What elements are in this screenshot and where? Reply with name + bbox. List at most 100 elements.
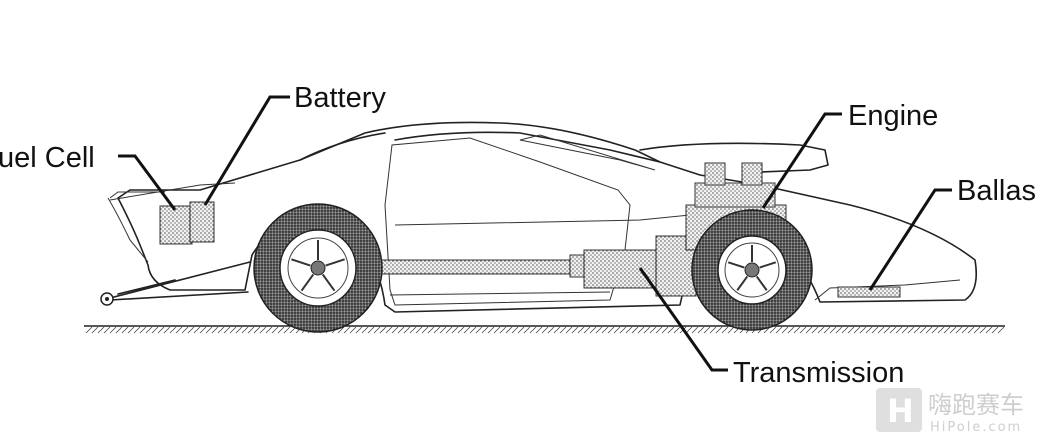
ground-hatch-mark [799, 326, 807, 334]
ground [84, 325, 1005, 334]
ground-hatch-mark [265, 326, 273, 334]
ground-hatch-mark [817, 326, 825, 334]
ground-hatch-mark [907, 326, 915, 334]
ground-hatch-mark [343, 326, 351, 334]
ground-hatch-mark [133, 326, 141, 334]
ground-hatch-mark [235, 326, 243, 334]
ground-hatch-mark [727, 326, 735, 334]
ground-hatch-mark [925, 326, 933, 334]
wheel-spoke [291, 258, 311, 267]
ground-hatch-mark [547, 326, 555, 334]
ground-hatch-mark [637, 326, 645, 334]
ground-hatch-mark [379, 326, 387, 334]
ground-hatch-mark [277, 326, 285, 334]
ground-hatch-mark [193, 326, 201, 334]
ground-hatch-mark [871, 326, 879, 334]
driveshaft [339, 235, 697, 297]
ground-hatch-mark [511, 326, 519, 334]
ground-hatch-mark [445, 326, 453, 334]
ballast-label: Ballas [957, 175, 1036, 207]
ground-hatch-mark [673, 326, 681, 334]
ground-hatch-mark [493, 326, 501, 334]
ground-hatch-mark [157, 326, 165, 334]
ground-hatch-mark [541, 326, 549, 334]
ground-hatch-mark [415, 326, 423, 334]
ground-hatch-mark [919, 326, 927, 334]
ground-hatch-mark [361, 326, 369, 334]
wheel-spoke [736, 275, 749, 291]
engine-leader [761, 112, 842, 209]
ground-hatch-mark [889, 326, 897, 334]
ground-hatch-mark [253, 326, 261, 334]
wheel-spoke [759, 261, 777, 269]
ground-hatch-mark [397, 326, 405, 334]
ground-hatch-mark [427, 326, 435, 334]
battery-label: Battery [294, 82, 386, 114]
ground-hatch-mark [205, 326, 213, 334]
ground-hatch-mark [373, 326, 381, 334]
ground-hatch-mark [409, 326, 417, 334]
ground-hatch-mark [805, 326, 813, 334]
ground-hatch-mark [103, 326, 111, 334]
ground-hatch-mark [709, 326, 717, 334]
ground-hatch-mark [601, 326, 609, 334]
ground-hatch-mark [229, 326, 237, 334]
fuel-cell-leader [118, 154, 177, 211]
ground-hatch-mark [691, 326, 699, 334]
ground-hatch-mark [553, 326, 561, 334]
ground-hatch-mark [127, 326, 135, 334]
ground-hatch-mark [967, 326, 975, 334]
transmission-leader [638, 267, 728, 372]
ground-hatch-mark [979, 326, 987, 334]
ground-hatch-mark [625, 326, 633, 334]
ground-hatch-mark [139, 326, 147, 334]
ground-hatch-mark [853, 326, 861, 334]
ground-hatch-mark [505, 326, 513, 334]
ground-hatch-mark [433, 326, 441, 334]
ground-hatch-mark [835, 326, 843, 334]
ground-hatch-mark [877, 326, 885, 334]
ground-hatch-mark [829, 326, 837, 334]
ground-hatch-mark [589, 326, 597, 334]
ground-hatch-mark [643, 326, 651, 334]
ground-hatch-mark [859, 326, 867, 334]
ground-hatch-mark [421, 326, 429, 334]
ground-hatch-mark [931, 326, 939, 334]
ground-hatch-mark [241, 326, 249, 334]
ground-hatch-mark [661, 326, 669, 334]
watermark-chinese-text: 嗨跑赛车 [928, 391, 1024, 419]
ground-hatch-mark [517, 326, 525, 334]
ground-hatch-mark [487, 326, 495, 334]
ground-hatch-mark [169, 326, 177, 334]
ground-hatch-mark [475, 326, 483, 334]
ground-hatch-mark [217, 326, 225, 334]
ground-hatch-mark [703, 326, 711, 334]
ground-hatch-mark [439, 326, 447, 334]
ground-hatch-mark [667, 326, 675, 334]
ground-hatch-mark [997, 326, 1005, 334]
wheel-spoke [325, 258, 345, 267]
engine-label: Engine [848, 100, 938, 132]
ground-hatch-mark [655, 326, 663, 334]
ground-hatch-mark [121, 326, 129, 334]
ground-hatch-mark [949, 326, 957, 334]
ground-hatch-mark [631, 326, 639, 334]
ground-hatch-mark [961, 326, 969, 334]
ground-hatch-mark [883, 326, 891, 334]
ground-hatch-mark [811, 326, 819, 334]
ground-hatch-mark [559, 326, 567, 334]
watermark: H 嗨跑赛车 HiPole.com [876, 388, 1024, 435]
ground-hatch-mark [913, 326, 921, 334]
ground-hatch-mark [187, 326, 195, 334]
ground-hatch-mark [481, 326, 489, 334]
ground-hatch-mark [91, 326, 99, 334]
ground-hatch-mark [565, 326, 573, 334]
ground-hatch-mark [223, 326, 231, 334]
ground-hatch-mark [271, 326, 279, 334]
ground-hatch-mark [895, 326, 903, 334]
wheel-spoke [300, 273, 315, 292]
front-strut [100, 261, 251, 306]
ground-hatch-mark [349, 326, 357, 334]
transmission-label: Transmission [733, 357, 904, 389]
ground-hatch-mark [841, 326, 849, 334]
